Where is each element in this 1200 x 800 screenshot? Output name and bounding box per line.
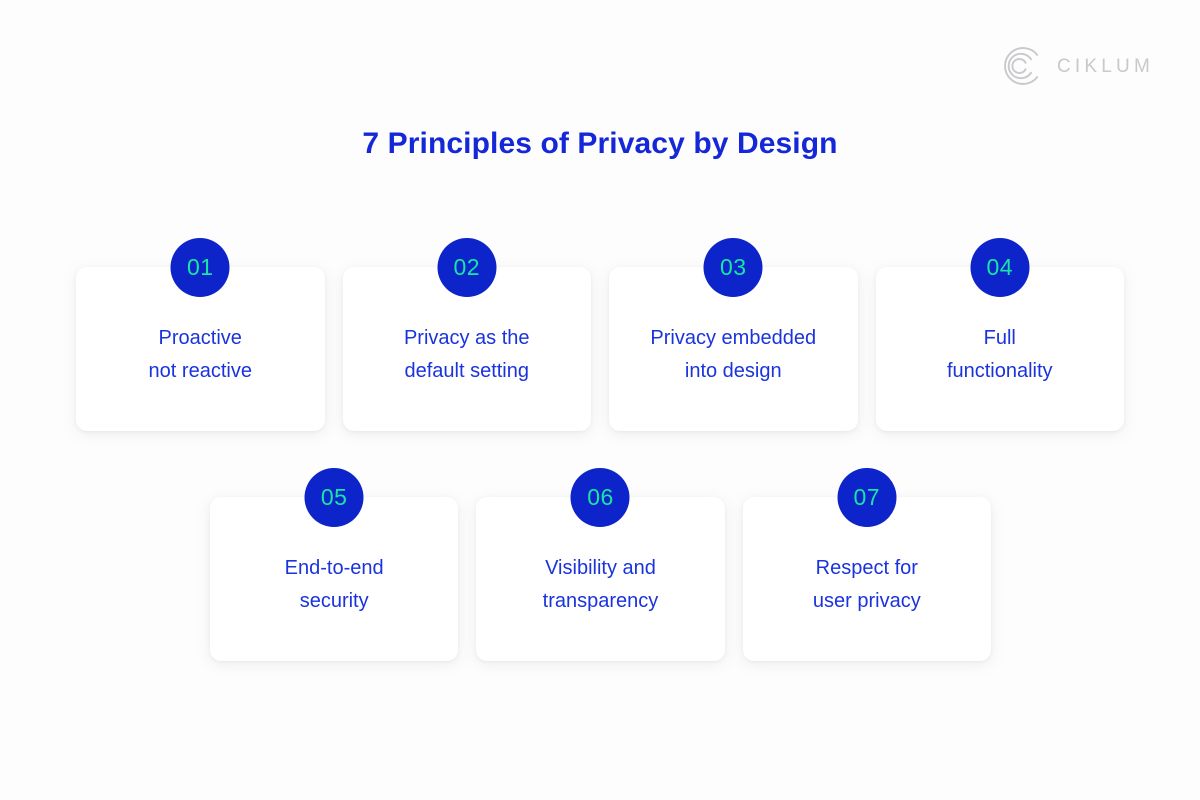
- principle-number-badge: 02: [437, 238, 497, 297]
- principle-number-badge: 05: [304, 468, 364, 527]
- brand-logo: CIKLUM: [1003, 46, 1154, 86]
- principle-card-02[interactable]: 02 Privacy as the default setting: [342, 238, 591, 431]
- brand-wordmark: CIKLUM: [1057, 55, 1154, 77]
- principle-label: Full functionality: [946, 327, 1053, 382]
- principle-label: Privacy embedded into design: [650, 327, 817, 382]
- principle-card-06[interactable]: 06 Visibility and transparency: [476, 468, 725, 661]
- principle-number-badge: 07: [837, 468, 897, 527]
- principle-card-07[interactable]: 07 Respect for user privacy: [742, 468, 991, 661]
- principles-row-one: 01 Proactive not reactive 02 Privacy as …: [76, 238, 1124, 431]
- principle-label: Respect for user privacy: [812, 557, 921, 612]
- principle-label: Proactive not reactive: [148, 327, 252, 382]
- principles-row-two: 05 End-to-end security 06 Visibility and…: [210, 468, 991, 661]
- principle-card-03[interactable]: 03 Privacy embedded into design: [609, 238, 858, 431]
- page-title: 7 Principles of Privacy by Design: [362, 127, 838, 160]
- principle-number-badge: 06: [570, 468, 630, 527]
- principle-label: End-to-end security: [284, 557, 384, 612]
- principle-label: Visibility and transparency: [542, 557, 659, 612]
- principle-card-05[interactable]: 05 End-to-end security: [210, 468, 459, 661]
- principle-label: Privacy as the default setting: [403, 327, 530, 382]
- principle-number-badge: 03: [703, 238, 763, 297]
- principle-card-04[interactable]: 04 Full functionality: [875, 238, 1124, 431]
- principle-number-badge: 01: [170, 238, 230, 297]
- principle-number-badge: 04: [970, 238, 1030, 297]
- ciklum-c-arcs-logo-icon: [1004, 47, 1039, 85]
- principle-card-01[interactable]: 01 Proactive not reactive: [76, 238, 325, 431]
